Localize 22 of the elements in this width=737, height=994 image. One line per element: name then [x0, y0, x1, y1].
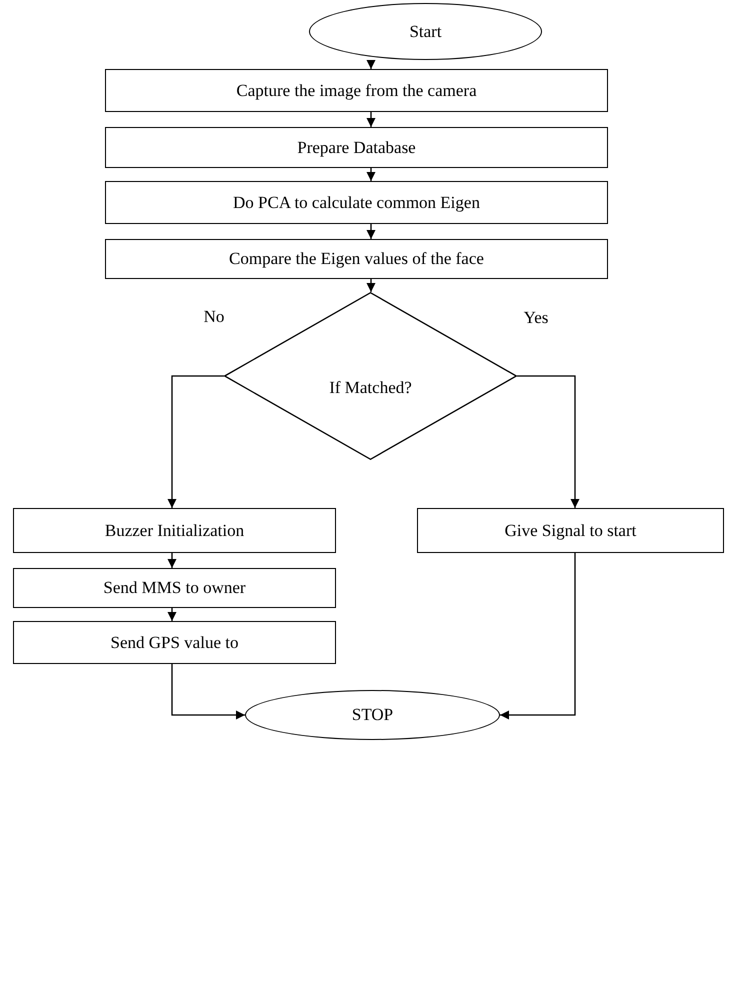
process-box: Do PCA to calculate common Eigen: [105, 181, 608, 224]
process-box: Compare the Eigen values of the face: [105, 239, 608, 279]
arrow: [366, 60, 376, 69]
arrow: [500, 553, 576, 720]
process-box: Give Signal to start: [417, 508, 724, 553]
arrow: [167, 608, 177, 621]
process-box: Send MMS to owner: [13, 568, 336, 608]
process-box: Prepare Database: [105, 127, 608, 168]
arrow: [167, 375, 224, 508]
arrow: [167, 553, 177, 568]
arrow: [517, 375, 580, 508]
arrow: [366, 224, 376, 239]
terminal-ellipse: Start: [309, 3, 542, 60]
process-box: Send GPS value to: [13, 621, 336, 664]
arrow: [171, 664, 245, 720]
decision-diamond: If Matched?: [224, 292, 517, 460]
process-box: Capture the image from the camera: [105, 69, 608, 112]
arrow: [366, 168, 376, 181]
arrow: [366, 279, 376, 292]
arrow: [366, 112, 376, 127]
terminal-ellipse: STOP: [245, 690, 500, 740]
process-box: Buzzer Initialization: [13, 508, 336, 553]
